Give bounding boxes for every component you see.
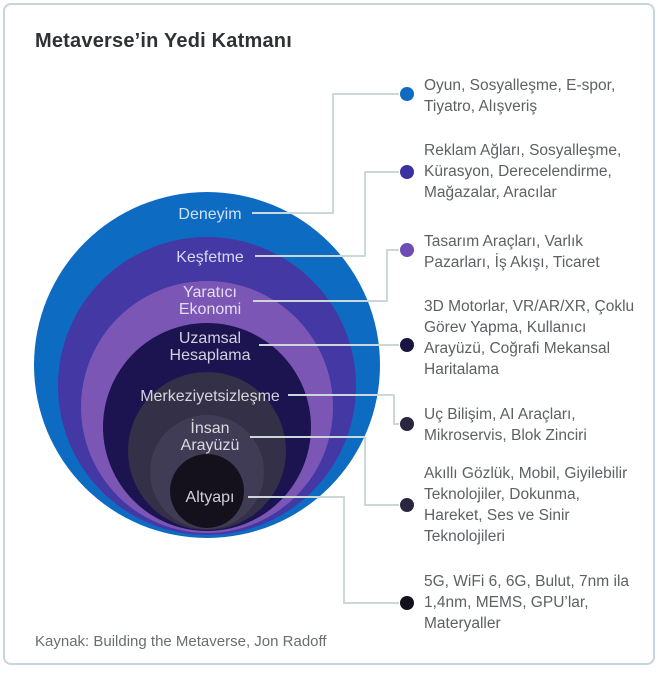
layer-label-deneyim: Deneyim	[178, 206, 241, 223]
source-credit: Kaynak: Building the Metaverse, Jon Rado…	[35, 633, 327, 650]
bullet-dot-deneyim	[400, 87, 414, 101]
layer-label-hesaplama: Hesaplama	[170, 347, 251, 364]
connector-line-merkeziyetsizlesme	[288, 394, 399, 425]
description-merkeziyetsizlesme: Uç Bilişim, AI Araçları,Mikroservis, Blo…	[424, 406, 587, 444]
bullet-dot-uzamsal-hesaplama	[400, 338, 414, 352]
layer-label-merkeziyetsizlesme: Merkeziyetsizleşme	[140, 388, 280, 405]
layer-circle-altyapi	[170, 454, 244, 528]
layer-label-arayuzu: Arayüzü	[181, 437, 240, 454]
layer-label-ekonomi: Ekonomi	[179, 301, 241, 318]
description-kesfetme: Reklam Ağları, Sosyalleşme,Kürasyon, Der…	[424, 142, 622, 201]
connector-line-kesfetme	[255, 171, 399, 257]
layer-label-yaratici: Yaratıcı	[183, 284, 237, 301]
connector-line-deneyim	[252, 93, 399, 214]
connector-line-yaratici-ekonomi	[253, 249, 399, 302]
bullet-dot-kesfetme	[400, 165, 414, 179]
connector-line-altyapi	[248, 496, 399, 604]
connector-line-insan-arayuzu	[250, 436, 399, 506]
bullet-dot-merkeziyetsizlesme	[400, 417, 414, 431]
bullet-dot-insan-arayuzu	[400, 498, 414, 512]
layer-label-altyapi: Altyapı	[186, 489, 235, 506]
bullet-dot-altyapi	[400, 596, 414, 610]
layers-diagram: Deneyim Keşfetme Yaratıcı Ekonomi Uzamsa…	[34, 87, 414, 610]
page-title: Metaverse’in Yedi Katmanı	[35, 30, 292, 52]
infographic-card: Metaverse’in Yedi Katmanı Deneyim Keşfet…	[3, 3, 655, 665]
description-deneyim: Oyun, Sosyalleşme, E-spor,Tiyatro, Alışv…	[424, 77, 616, 115]
bullet-dot-yaratici-ekonomi	[400, 243, 414, 257]
layer-label-uzamsal: Uzamsal	[179, 330, 241, 347]
layer-label-insan: İnsan	[190, 418, 229, 437]
layer-label-kesfetme: Keşfetme	[176, 249, 244, 266]
